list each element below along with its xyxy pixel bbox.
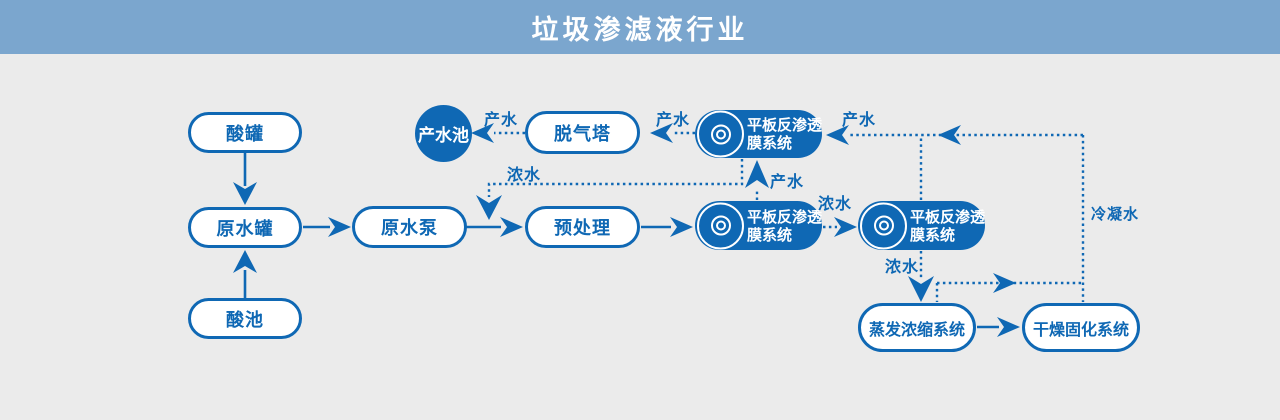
node-drying-system: 干燥固化系统: [1022, 303, 1140, 352]
edge-label-concentrate: 浓水: [507, 165, 542, 184]
edge-ro-mid-left-to-ro-top: [745, 160, 769, 200]
edge-label-condensate: 冷凝水: [1091, 205, 1140, 223]
node-ro-system-top: 平板反渗透 膜系统: [695, 110, 822, 158]
membrane-disc-icon: [860, 202, 907, 249]
node-label: 预处理: [554, 218, 611, 239]
edge-label-concentrate: 浓水: [885, 257, 920, 276]
edge-ro-top-concentrate-return: [476, 159, 744, 220]
edge-label-product-water: 产水: [484, 110, 519, 129]
title-bar: 垃圾渗滤液行业: [0, 0, 1280, 54]
edge-acid-pool-to-raw-water-tank: [233, 250, 257, 298]
node-raw-water-tank: 原水罐: [188, 207, 302, 248]
edge-evaporation-to-drying: [977, 317, 1020, 337]
edge-ro-mid-left-to-ro-mid-right: [823, 217, 857, 237]
node-ro-system-mid-right: 平板反渗透 膜系统: [858, 201, 985, 250]
edge-pretreatment-to-ro-mid-left: [641, 217, 693, 237]
node-label: 平板反渗透 膜系统: [910, 207, 986, 244]
node-label: 酸池: [226, 309, 264, 331]
edge-pump-to-pretreatment: [460, 217, 523, 237]
node-label: 平板反渗透 膜系统: [747, 207, 823, 244]
edge-label-product-water: 产水: [770, 172, 805, 191]
edge-label-concentrate: 浓水: [818, 194, 853, 213]
node-acid-tank: 酸罐: [188, 112, 302, 153]
node-label: 蒸发浓缩系统: [868, 319, 965, 339]
edge-acid-tank-to-raw-water-tank: [233, 153, 257, 205]
node-label: 产水池: [418, 126, 469, 146]
edge-degassing-to-product-pool: [471, 123, 525, 143]
node-raw-water-pump: 原水泵: [352, 206, 467, 248]
node-label: 干燥固化系统: [1032, 319, 1129, 339]
node-degassing-tower: 脱气塔: [525, 111, 640, 154]
edge-raw-water-tank-to-pump: [303, 217, 351, 237]
edge-ro-top-to-degassing: [650, 123, 695, 143]
node-label: 原水泵: [381, 218, 438, 239]
node-label: 酸罐: [226, 123, 264, 145]
node-product-water-pool: 产水池: [415, 105, 472, 162]
node-acid-pool: 酸池: [188, 298, 302, 339]
edge-label-product-water: 产水: [842, 110, 877, 129]
membrane-disc-icon: [697, 110, 744, 158]
node-pretreatment: 预处理: [525, 206, 640, 248]
membrane-disc-icon: [697, 202, 744, 249]
node-label: 脱气塔: [554, 123, 611, 145]
edge-condensate-return: [935, 135, 1085, 302]
node-label: 原水罐: [216, 218, 274, 240]
node-ro-system-mid-left: 平板反渗透 膜系统: [695, 201, 822, 250]
edge-ro-mid-right-to-ro-top: [826, 125, 1083, 200]
edge-ro-mid-right-to-evaporation: [908, 251, 934, 302]
node-label: 平板反渗透 膜系统: [747, 116, 823, 152]
edge-label-product-water: 产水: [656, 110, 691, 129]
node-evaporation-system: 蒸发浓缩系统: [858, 303, 976, 352]
page-title: 垃圾渗滤液行业: [531, 14, 749, 46]
